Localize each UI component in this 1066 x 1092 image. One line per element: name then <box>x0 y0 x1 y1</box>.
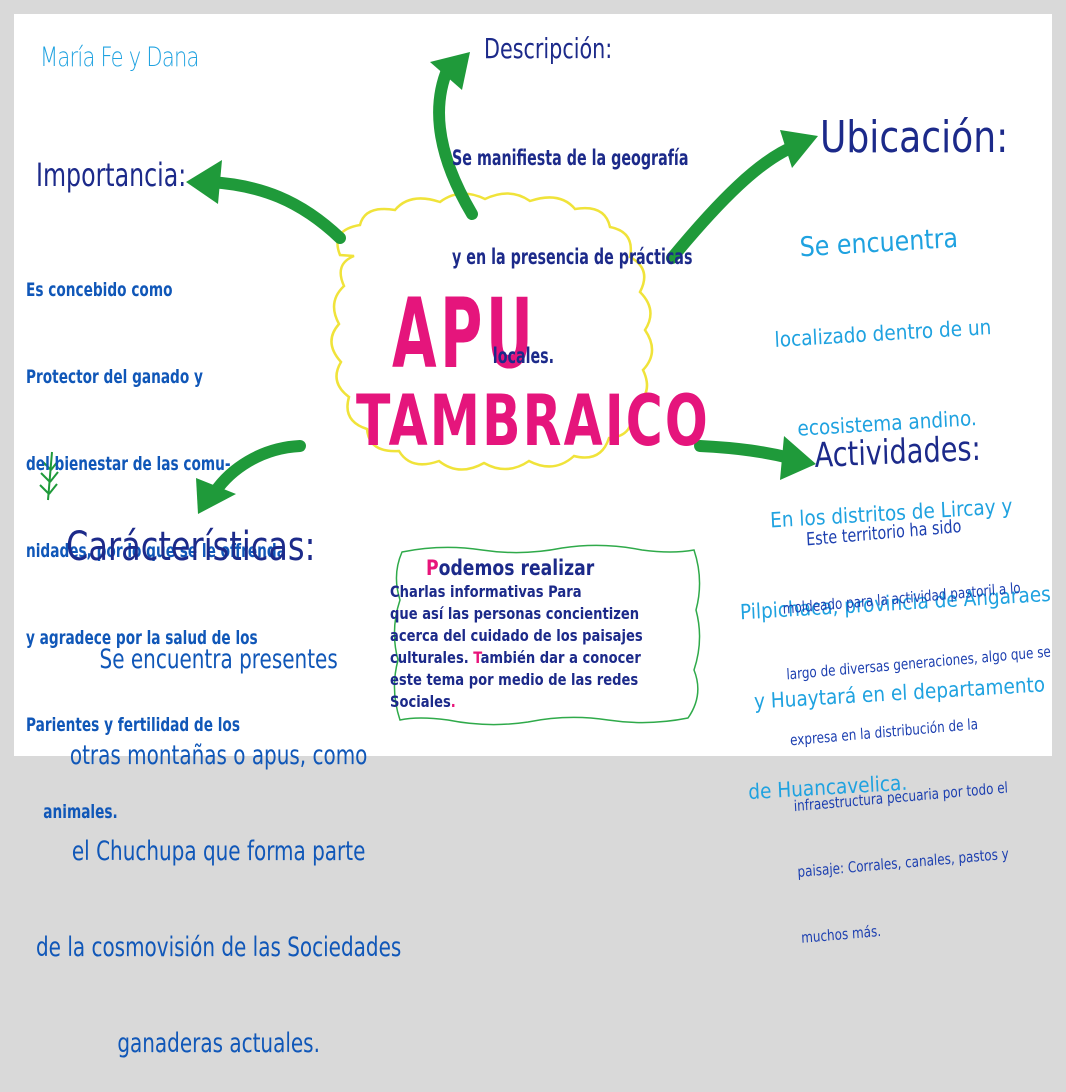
arrow-caracteristicas <box>196 440 306 514</box>
arrow-descripcion <box>430 52 478 220</box>
caracteristicas-body: Se encuentra presentes otras montañas o … <box>36 580 401 1092</box>
actividades-line: Este territorio ha sido <box>805 515 962 551</box>
central-title-line1: APU <box>392 278 537 390</box>
authors-signature: María Fe y Dana <box>40 42 199 73</box>
suggestion-heading-rest: odemos realizar <box>438 556 595 580</box>
suggestion-heading: Podemos realizar <box>426 556 594 580</box>
suggestion-line: Charlas informativas Para <box>390 582 582 601</box>
caracteristicas-line: Se encuentra presentes <box>99 644 338 675</box>
descripcion-title: Descripción: <box>484 32 613 65</box>
central-cloud <box>330 192 654 471</box>
importancia-line: del bienestar de las comu- <box>26 453 231 475</box>
importancia-line: nidades, por lo que se le offrenda <box>26 540 286 562</box>
ubicacion-line: localizado dentro de un <box>774 315 992 352</box>
arrow-actividades <box>694 436 816 480</box>
caracteristicas-line: de la cosmovisión de las Sociedades <box>36 932 402 963</box>
suggestion-box-border <box>393 544 701 726</box>
suggestion-dot: . <box>450 692 456 711</box>
importancia-title: Importancia: <box>36 156 187 194</box>
actividades-body: Este territorio ha sido moldeado para la… <box>776 465 1066 971</box>
arrow-importancia <box>186 160 346 244</box>
descripcion-line: Se manifiesta de la geografía <box>452 146 689 170</box>
importancia-line: Protector del ganado y <box>26 366 203 388</box>
descripcion-body: Se manifiesta de la geografía y en la pr… <box>452 76 692 406</box>
caracteristicas-line: otras montañas o apus, como <box>69 740 368 771</box>
suggestion-text: culturales. <box>390 648 474 667</box>
importancia-line: Es concebido como <box>26 279 173 301</box>
actividades-line: muchos más. <box>800 921 882 947</box>
suggestion-line: acerca del cuidado de los paisajes <box>390 626 643 645</box>
descripcion-line: y en la presencia de prácticas <box>452 245 693 269</box>
caracteristicas-title: Carácterísticas: <box>66 524 316 570</box>
suggestion-line: culturales. También dar a conocer <box>390 648 641 667</box>
caracteristicas-line: ganaderas actuales. <box>117 1028 320 1059</box>
diagram-graphics <box>39 52 818 726</box>
importancia-line: y agradece por la salud de los <box>26 627 258 649</box>
suggestion-line: que así las personas concientizen <box>390 604 640 623</box>
actividades-line: paisaje: Corrales, canales, pastos y <box>796 844 1010 882</box>
suggestion-line: este tema por medio de las redes <box>390 670 639 689</box>
descripcion-line: locales. <box>492 344 555 368</box>
caracteristicas-line: el Chuchupa que forma parte <box>71 836 366 867</box>
actividades-line: infraestructura pecuaria por todo el <box>793 778 1009 816</box>
suggestion-initial: T <box>473 648 481 667</box>
central-title-line2: TAMBRAICO <box>356 380 710 462</box>
poster-sheet <box>14 14 1052 756</box>
actividades-line: moldeado para la actividad pastoril a lo <box>782 578 1022 618</box>
suggestion-text: ambién dar a conocer <box>480 648 641 667</box>
arrow-ubicacion <box>666 130 818 264</box>
importancia-line: Parientes y fertilidad de los <box>26 714 240 736</box>
ubicacion-line: Se encuentra <box>798 222 959 264</box>
actividades-line: expresa en la distribución de la <box>789 714 979 750</box>
suggestion-text: Sociales <box>390 692 451 711</box>
ubicacion-title: Ubicación: <box>820 112 1009 163</box>
actividades-title: Actividades: <box>814 428 982 476</box>
suggestion-line: Sociales. <box>390 692 456 711</box>
actividades-line: largo de diversas generaciones, algo que… <box>785 642 1052 684</box>
plant-doodle-icon <box>39 451 59 501</box>
suggestion-initial: P <box>426 556 439 580</box>
